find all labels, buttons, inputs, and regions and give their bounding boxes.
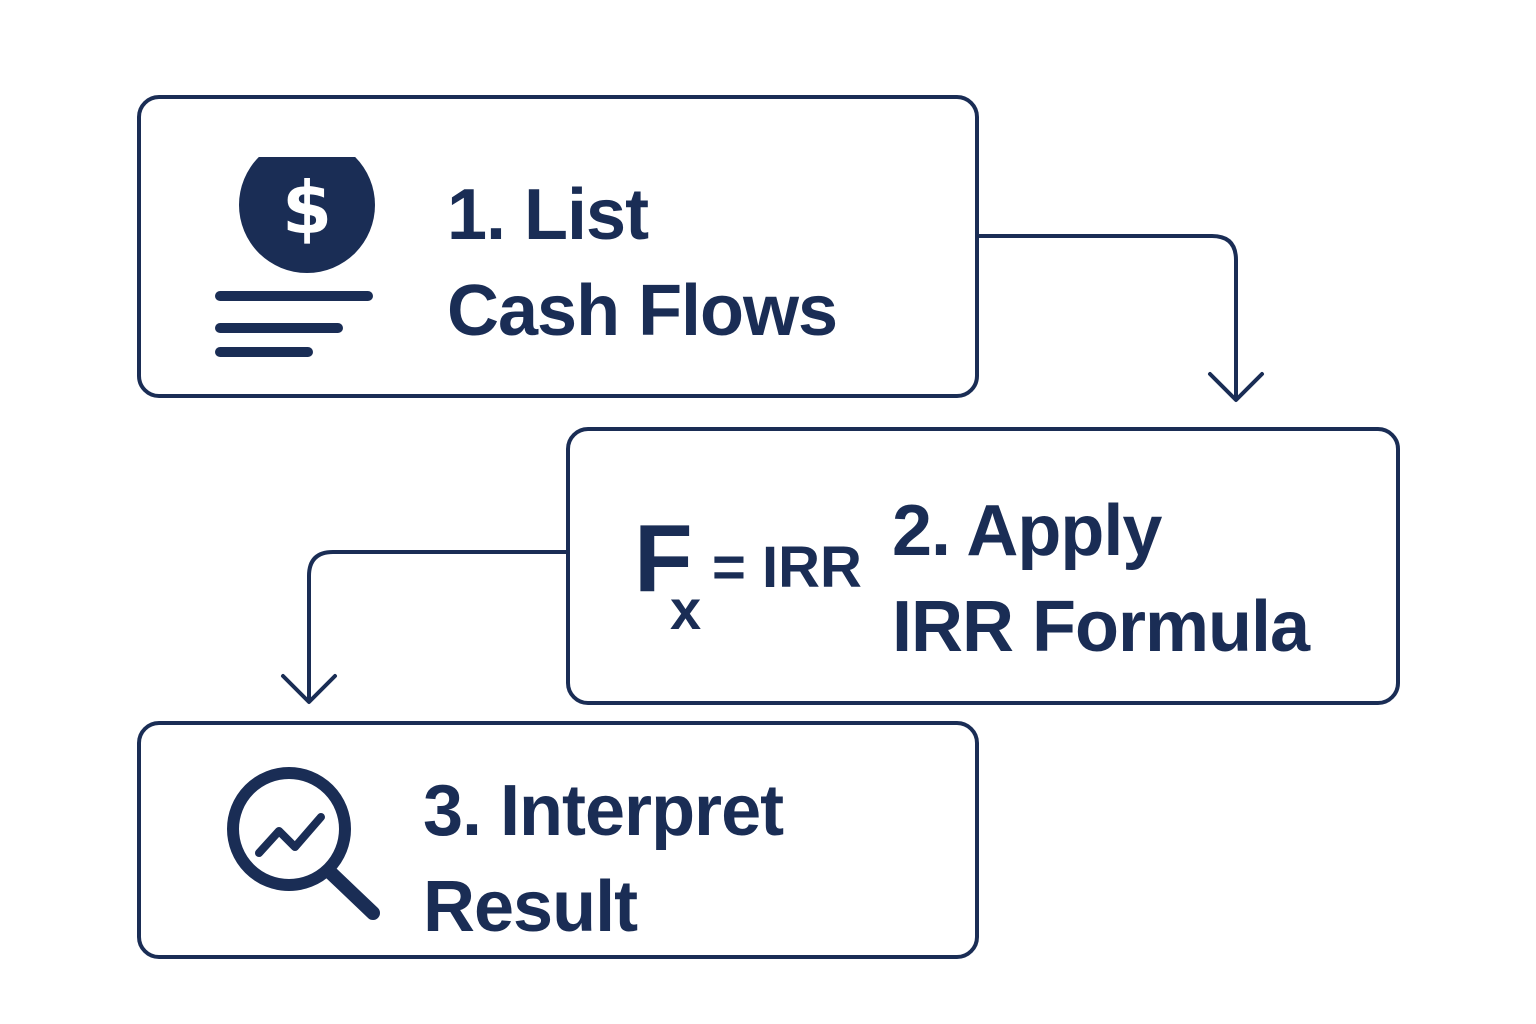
arrowhead-down-icon <box>281 674 337 704</box>
svg-text:$: $ <box>282 166 332 250</box>
fx-letter: F <box>634 505 693 612</box>
step-3-title: 3. Interpret <box>423 771 784 851</box>
step-1-title: 1. List <box>447 175 649 255</box>
arrowhead-down-icon <box>1208 372 1264 402</box>
fx-irr-text: = IRR <box>712 535 862 600</box>
step-card-list-cash-flows: $ 1. List Cash Flows <box>137 95 979 398</box>
fx-formula-icon: F x = IRR <box>634 499 878 641</box>
dollar-coin-icon: $ <box>215 137 379 357</box>
fx-subscript: x <box>670 578 701 639</box>
step-3-label: 3. Interpret Result <box>423 763 784 955</box>
step-3-subtitle: Result <box>423 867 638 947</box>
step-2-title: 2. Apply <box>892 491 1162 571</box>
step-1-subtitle: Cash Flows <box>447 271 838 351</box>
step-2-subtitle: IRR Formula <box>892 587 1310 667</box>
connector-arrow-2-to-3 <box>307 550 568 702</box>
step-card-apply-irr-formula: F x = IRR 2. Apply IRR Formula <box>566 427 1400 705</box>
step-2-label: 2. Apply IRR Formula <box>892 483 1310 675</box>
step-1-label: 1. List Cash Flows <box>447 167 838 359</box>
step-card-interpret-result: 3. Interpret Result <box>137 721 979 959</box>
connector-arrow-1-to-2 <box>977 234 1238 400</box>
magnifier-trend-icon <box>221 765 391 935</box>
